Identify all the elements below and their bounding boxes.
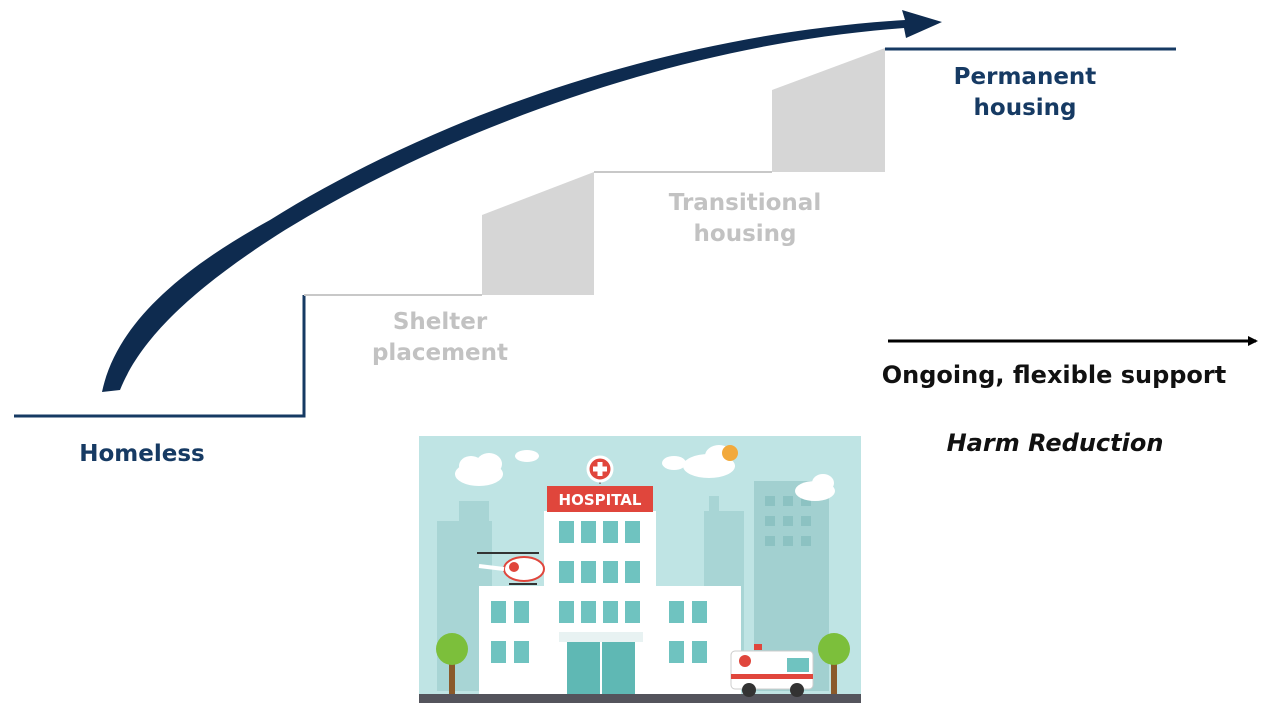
helicopter [477,552,545,585]
label-permanent-line-1: Permanent [953,64,1097,90]
step-riser-2 [482,172,594,295]
hospital-sign-text: HOSPITAL [559,491,642,509]
label-transitional-housing: Transitional housing [630,188,860,250]
trees [436,633,850,694]
hospital-illustration: HOSPITAL [419,436,861,703]
label-ongoing-support: Ongoing, flexible support [881,361,1227,389]
label-permanent-line-2: housing [973,95,1077,121]
label-permanent-housing: Permanent housing [920,62,1130,124]
label-shelter-line-1: Shelter [392,309,488,335]
label-homeless-line-1: Homeless [79,441,205,467]
label-shelter-placement: Shelter placement [340,307,540,369]
label-transitional-line-1: Transitional [668,190,822,216]
label-transitional-line-2: housing [693,221,797,247]
hospital-sign [547,486,653,512]
hospital-icon: HOSPITAL [419,436,861,703]
homeless-baseline [14,295,306,418]
ambulance [730,644,814,697]
step-riser-3 [772,48,885,172]
label-shelter-line-2: placement [371,340,509,366]
label-homeless: Homeless [52,439,232,470]
label-harm-reduction: Harm Reduction [946,429,1164,457]
